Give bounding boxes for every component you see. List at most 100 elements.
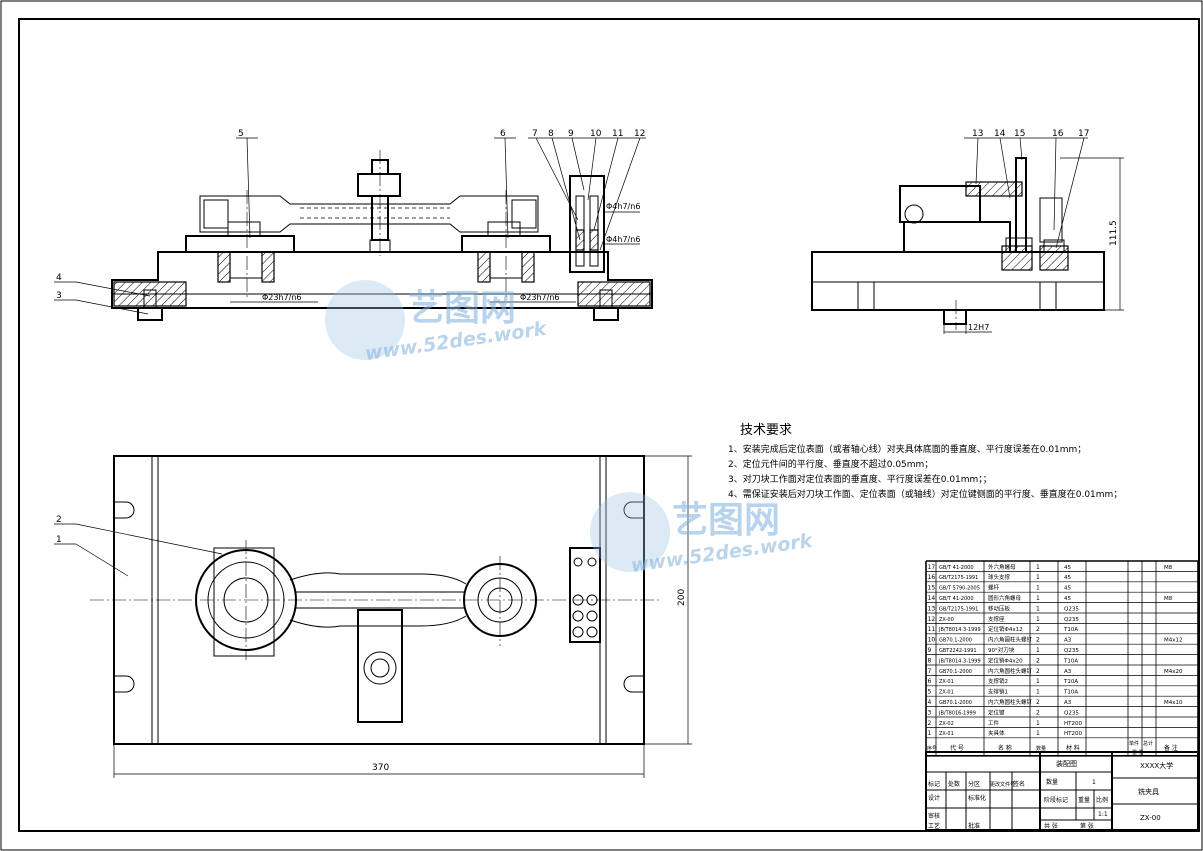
bom-no: 6 [928, 678, 932, 685]
bom-note: M4x12 [1164, 638, 1183, 644]
dim-key-width: 12H7 [968, 323, 989, 332]
bom-name: 内六角圆柱头螺钉 [988, 636, 1033, 644]
tb-drawing-type: 装配图 [1056, 759, 1077, 768]
bom-mat: A3 [1064, 669, 1072, 675]
balloon-15: 15 [1014, 129, 1025, 139]
tb-rev-h4: 更改文件号 [990, 781, 1015, 788]
tb-approve: 批准 [968, 822, 980, 830]
bom-name: 90°对刀块 [988, 646, 1015, 654]
bom-no: 10 [928, 637, 936, 644]
bom-header-unit: 单件 [1129, 740, 1139, 747]
bom-code: GB70.1-2000 [939, 638, 972, 644]
tb-scale: 1:1 [1098, 811, 1108, 818]
balloon-13: 13 [972, 129, 983, 139]
technical-requirements: 技术要求 1、安装完成后定位表面（或者轴心线）对夹具体底面的垂直度、平行度误差在… [728, 423, 1122, 500]
bom-name: 支撑销2 [988, 677, 1008, 685]
bom-no: 16 [928, 574, 936, 581]
bom-code: GB/T 41-2000 [939, 596, 974, 602]
title-block: 标记 处数 分区 更改文件号 签名 设计 标准化 审核 工艺 批准 装配图 数量… [925, 751, 1199, 831]
bom-mat: A3 [1064, 700, 1072, 706]
bom-name: 定位键 [988, 708, 1005, 716]
bom-mat: HT200 [1064, 721, 1082, 727]
bom-mat: Q235 [1064, 617, 1079, 623]
tb-sheet-total: 共 张 [1044, 822, 1058, 830]
balloon-4: 4 [56, 273, 62, 283]
bom-qty: 1 [1036, 730, 1040, 737]
bom-code: GB/T 41-2000 [939, 565, 974, 571]
balloon-12: 12 [634, 129, 645, 139]
balloon-17: 17 [1078, 129, 1089, 139]
fit-label-4: Φ23h7/n6 [520, 293, 560, 302]
bom-code: JB/T8014.3-1999 [938, 658, 981, 664]
bom-code: GBT2242-1991 [939, 648, 977, 654]
tb-rev-h1: 标记 [928, 780, 940, 788]
bom-mat: T10A [1063, 679, 1078, 685]
bom-mat: HT200 [1064, 731, 1082, 737]
tb-std: 标准化 [968, 794, 986, 802]
tb-school: XXXX大学 [1140, 761, 1173, 770]
bom-name: 内六角圆柱头螺钉 [988, 667, 1033, 675]
bom-no: 11 [928, 626, 936, 633]
bom-qty: 1 [1036, 689, 1040, 696]
bom-no: 2 [928, 720, 932, 727]
bom-qty: 1 [1036, 595, 1040, 602]
bom-qty: 1 [1036, 574, 1040, 581]
bom-no: 9 [928, 647, 932, 654]
tech-req-title: 技术要求 [740, 423, 792, 438]
bom-qty: 2 [1036, 626, 1040, 633]
balloon-16: 16 [1052, 129, 1064, 139]
bom-code: ZX-02 [939, 721, 954, 727]
balloon-14: 14 [994, 129, 1006, 139]
bom-header-qty: 数量 [1036, 745, 1046, 752]
bom-name: 外六角螺母 [988, 563, 1016, 571]
balloon-7: 7 [532, 129, 538, 139]
balloon-2: 2 [56, 515, 62, 525]
bom-qty: 1 [1036, 647, 1040, 654]
bom-code: ZX-01 [939, 679, 954, 685]
bom-name: 夹具体 [988, 729, 1005, 737]
tb-stage-label: 阶段标记 [1044, 796, 1068, 804]
bom-header-name: 名 称 [998, 744, 1012, 752]
bom-note: M8 [1164, 565, 1173, 571]
bom-mat: Q235 [1064, 710, 1079, 716]
bom-qty: 2 [1036, 657, 1040, 664]
tb-role-check: 审核 [928, 812, 940, 820]
bom-name: 移动压板 [988, 604, 1011, 612]
bom-code: ZX-01 [939, 731, 954, 737]
bom-no: 13 [928, 605, 936, 612]
bom-qty: 1 [1036, 678, 1040, 685]
bom-note: M4x20 [1164, 669, 1183, 675]
bom-no: 1 [928, 730, 932, 737]
bom-mat: 45 [1064, 596, 1071, 602]
watermark-cn-2: 艺图网 [672, 500, 780, 541]
bom-code: JB/T8016-1999 [938, 710, 976, 716]
bom-qty: 2 [1036, 668, 1040, 675]
bom-code: GB70.1-2000 [939, 669, 972, 675]
bom-note: M8 [1164, 596, 1173, 602]
bom-name: 内六角圆柱头螺钉 [988, 698, 1033, 706]
bom-header-no: 序号 [927, 745, 937, 752]
tb-drawing-no: ZX-00 [1140, 814, 1161, 822]
tb-role-design: 设计 [928, 794, 940, 802]
bom-name: 支撑座 [988, 615, 1005, 623]
bom-mat: Q235 [1064, 648, 1079, 654]
bom-code: GB/T2175-1991 [939, 606, 978, 612]
bom-code: ZX-00 [939, 617, 954, 623]
bom-no: 12 [928, 616, 936, 623]
bom-mat: Q235 [1064, 606, 1079, 612]
tb-sheet-no: 第 张 [1080, 822, 1094, 830]
bom-code: GB/T2175-1991 [939, 575, 978, 581]
tb-rev-h3: 分区 [968, 780, 980, 788]
side-view: 111.5 12H7 13 14 15 16 17 [811, 129, 1124, 334]
bom-code: GB/T 5790-2005 [939, 586, 980, 592]
bom-name: 球头支撑 [988, 573, 1011, 581]
balloon-11: 11 [612, 129, 623, 139]
watermark-cn-1: 艺图网 [408, 288, 516, 329]
dim-length: 370 [372, 763, 389, 773]
bom-mat: T10A [1063, 690, 1078, 696]
tech-req-item-4: 4、需保证安装后对刀块工作面、定位表面（或轴线）对定位键侧面的平行度、垂直度在0… [728, 488, 1122, 500]
bom-no: 14 [928, 595, 936, 602]
bom-mat: A3 [1064, 638, 1072, 644]
